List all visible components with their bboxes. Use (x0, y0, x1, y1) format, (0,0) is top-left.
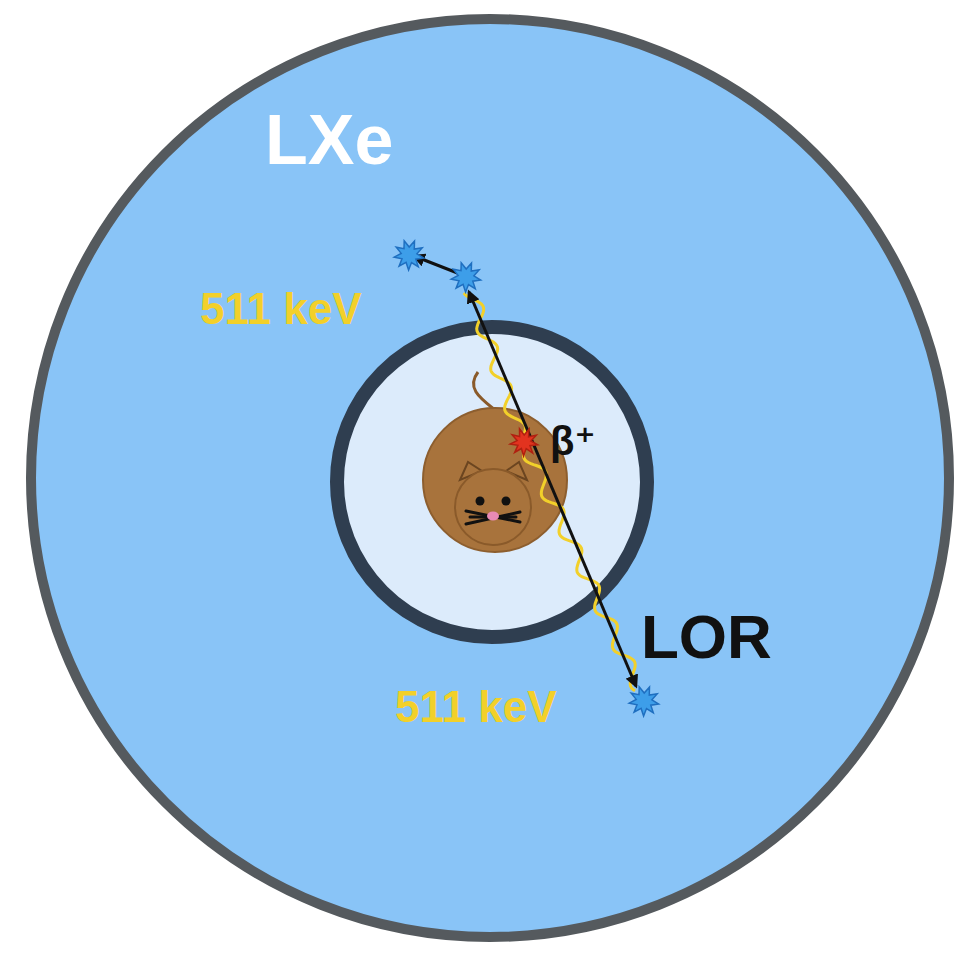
gamma-ray (464, 293, 526, 438)
mouse-head (455, 469, 531, 545)
mouse-eye (476, 497, 485, 506)
interaction-star (451, 263, 481, 292)
mouse-tail (473, 372, 495, 410)
gamma-ray (524, 446, 636, 691)
mouse-eye (502, 497, 511, 506)
interaction-star (394, 241, 424, 270)
energy-label: 511 keV (395, 685, 557, 729)
mouse-nose (487, 512, 499, 521)
material-label: LXe (265, 105, 393, 175)
energy-label: 511 keV (200, 287, 362, 331)
interaction-star (629, 687, 659, 716)
mouse-whiskers (466, 511, 520, 524)
lor-label: LOR (641, 606, 772, 668)
line-of-response (469, 292, 636, 686)
annihilation-star (510, 429, 538, 456)
positron-label: β⁺ (550, 421, 596, 461)
